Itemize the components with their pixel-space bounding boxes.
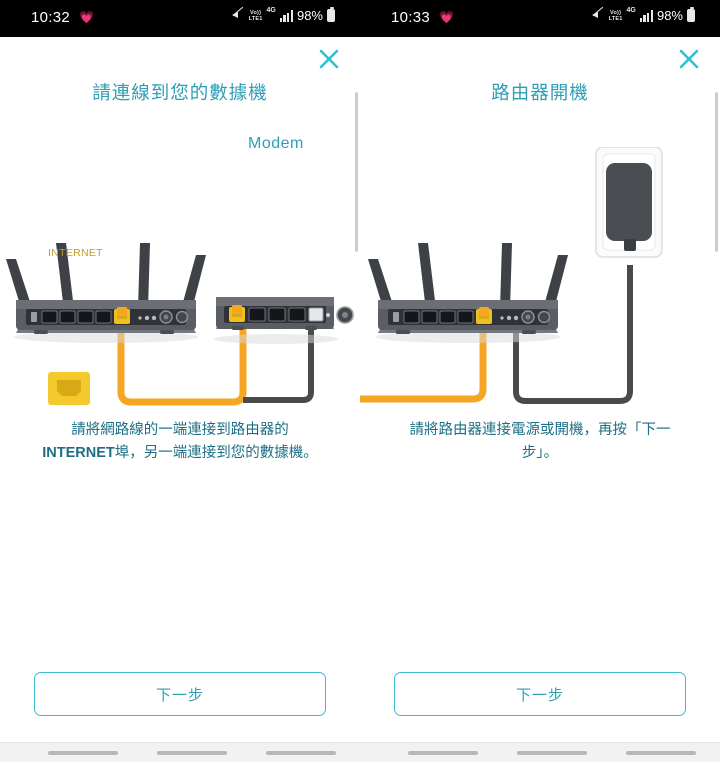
- internet-port-label: INTERNET: [48, 247, 103, 259]
- volte-line2: LTE1: [608, 15, 623, 22]
- scrollbar[interactable]: [715, 92, 718, 252]
- network-type-label: 4G: [626, 7, 636, 14]
- instruction-emphasis: INTERNET: [42, 445, 115, 461]
- nav-home-button[interactable]: [157, 751, 227, 755]
- page-title: 請連線到您的數據機: [92, 82, 268, 103]
- network-type-label: 4G: [266, 7, 276, 14]
- nav-home-button[interactable]: [517, 751, 587, 755]
- status-icons-right: Vo)) LTE1 4G 98%: [591, 6, 695, 23]
- battery-percent-left: 98%: [296, 8, 323, 23]
- panel-connect-modem: 請連線到您的數據機: [0, 37, 360, 742]
- signal-bars-icon: [639, 9, 653, 22]
- page-title: 路由器開機: [491, 82, 589, 103]
- nav-recents-button[interactable]: [408, 751, 478, 755]
- instruction-text: 請將網路線的一端連接到路由器的 INTERNET埠，另一端連接到您的數據機。: [14, 419, 346, 465]
- system-navigation-bar: [0, 742, 720, 762]
- illustration-router-modem: [0, 147, 360, 407]
- status-icons-left: Vo)) LTE1 4G 98%: [231, 6, 335, 23]
- volte-icon: Vo)) LTE1: [609, 10, 623, 22]
- status-bar-right: 10:33 💗 Vo)) LTE1 4G 98%: [360, 0, 720, 37]
- screenshot-panels: 請連線到您的數據機: [0, 37, 720, 742]
- close-icon[interactable]: [674, 44, 704, 74]
- heart-icon: 💗: [79, 10, 94, 24]
- instruction-line-1: 請將路由器連接電源或開機，再按「下一: [409, 422, 671, 438]
- nav-back-button[interactable]: [626, 751, 696, 755]
- battery-percent-right: 98%: [656, 8, 683, 23]
- nav-bar-right: [360, 743, 720, 762]
- nav-recents-button[interactable]: [48, 751, 118, 755]
- battery-icon: [327, 7, 335, 22]
- volte-icon: Vo)) LTE1: [249, 10, 263, 22]
- instruction-line-2: 步」。: [521, 445, 559, 461]
- nav-bar-left: [0, 743, 360, 762]
- illustration-router-power: [360, 147, 720, 407]
- volte-line1: Vo)): [610, 9, 622, 16]
- status-time-right: 10:33: [391, 9, 431, 26]
- volte-line2: LTE1: [248, 15, 263, 22]
- mute-icon: [591, 6, 605, 22]
- instruction-line-1: 請將網路線的一端連接到路由器的: [71, 422, 289, 438]
- scrollbar[interactable]: [355, 92, 358, 252]
- next-button[interactable]: 下一步: [394, 672, 686, 716]
- signal-bars-icon: [279, 9, 293, 22]
- modem-label: Modem: [248, 135, 304, 152]
- instruction-line-2: 埠，另一端連接到您的數據機。: [114, 445, 318, 461]
- nav-back-button[interactable]: [266, 751, 336, 755]
- status-bar-left: 10:32 💗 Vo)) LTE1 4G 98%: [0, 0, 360, 37]
- status-bar: 10:32 💗 Vo)) LTE1 4G 98% 10:33 💗 Vo)): [0, 0, 720, 37]
- battery-icon: [687, 7, 695, 22]
- instruction-text: 請將路由器連接電源或開機，再按「下一 步」。: [374, 419, 706, 465]
- mute-icon: [231, 6, 245, 22]
- panel-power-on-router: 路由器開機: [360, 37, 720, 742]
- heart-icon: 💗: [439, 10, 454, 24]
- close-icon[interactable]: [314, 44, 344, 74]
- volte-line1: Vo)): [250, 9, 262, 16]
- next-button[interactable]: 下一步: [34, 672, 326, 716]
- status-time-left: 10:32: [31, 9, 71, 26]
